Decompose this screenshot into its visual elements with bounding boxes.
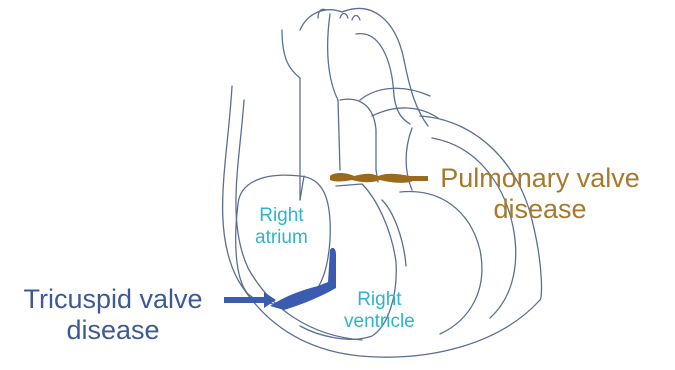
tricuspid-disease-label: Tricuspid valve disease bbox=[4, 284, 222, 346]
pulmonary-arrow bbox=[402, 176, 428, 181]
pulmonary-disease-label: Pulmonary valve disease bbox=[426, 163, 654, 225]
tricuspid-arrow bbox=[224, 292, 276, 308]
right-ventricle-label-line1: Right bbox=[357, 289, 401, 310]
pulmonary-disease-label-line1: Pulmonary valve bbox=[440, 163, 640, 193]
right-atrium-label-line1: Right bbox=[259, 205, 303, 226]
tricuspid-disease-label-line1: Tricuspid valve bbox=[23, 284, 202, 314]
right-ventricle-label-line2: ventricle bbox=[344, 311, 415, 332]
pulmonary-disease-label-line2: disease bbox=[493, 194, 586, 224]
tricuspid-disease-label-line2: disease bbox=[66, 315, 159, 345]
right-atrium-label-line2: atrium bbox=[255, 227, 308, 248]
right-atrium-label: Right atrium bbox=[255, 205, 308, 249]
tricuspid-valve bbox=[270, 248, 336, 310]
right-ventricle-label: Right ventricle bbox=[344, 289, 415, 333]
